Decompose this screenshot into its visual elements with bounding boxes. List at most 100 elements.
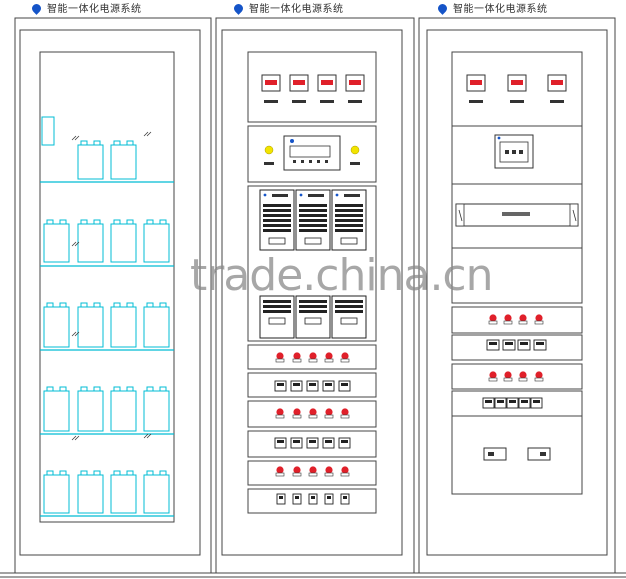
battery-terminal [113, 140, 121, 146]
glass-reflection [74, 241, 80, 247]
panel-meter [261, 74, 281, 103]
indicator-lamp [534, 314, 544, 325]
battery-body [77, 474, 104, 514]
glass-reflection [143, 131, 149, 137]
indicator-lamp [308, 408, 318, 419]
battery-terminal [126, 302, 134, 308]
battery-body [110, 223, 137, 263]
rectifier-panel [247, 185, 377, 342]
lamp-base [308, 472, 318, 477]
vent-slot [299, 305, 327, 308]
breaker-toggle [309, 440, 316, 443]
breaker-switch [274, 437, 287, 449]
cabinet-3-title: 智能一体化电源系统 [453, 4, 548, 15]
logo-icon [497, 136, 501, 140]
breaker-switch [292, 493, 302, 505]
lamp-base [324, 472, 334, 477]
battery-body [110, 144, 137, 180]
vent-slot [263, 204, 291, 207]
vent-slot [299, 219, 327, 222]
module-handle [304, 237, 322, 245]
module-handle [340, 237, 358, 245]
battery-terminal [126, 219, 134, 225]
rectifier-module [259, 189, 295, 251]
breaker-toggle [293, 383, 300, 386]
breaker-row [451, 306, 583, 334]
monitor-controller [264, 135, 360, 171]
lamp-base [292, 414, 302, 419]
lamp-base [340, 472, 350, 477]
battery [77, 140, 104, 180]
battery-terminal [59, 470, 67, 476]
lamp-base [308, 414, 318, 419]
battery-terminal [146, 470, 154, 476]
breaker-toggle [533, 400, 540, 403]
glass-reflection [71, 331, 77, 337]
controller-display [289, 145, 331, 158]
vent-slot [335, 219, 363, 222]
breaker-switch [482, 397, 495, 409]
lamp [341, 408, 349, 416]
breaker-toggle [293, 440, 300, 443]
breaker-toggle [509, 400, 516, 403]
module-label [272, 194, 288, 197]
vent-slot [299, 224, 327, 227]
breaker-row [247, 460, 377, 486]
logo-icon [263, 193, 267, 197]
breaker-toggle [343, 496, 347, 499]
battery-terminal [80, 302, 88, 308]
vent-slot [263, 305, 291, 308]
vent-slot [299, 310, 327, 313]
breaker-switch [517, 339, 531, 351]
cabinet-2-door [221, 29, 403, 556]
indicator-lamp [324, 352, 334, 363]
battery-body [77, 306, 104, 348]
module-label [344, 194, 360, 197]
battery [110, 386, 137, 432]
rectifier-module [295, 189, 331, 251]
battery-body [143, 474, 170, 514]
battery [110, 302, 137, 348]
lamp-base [292, 358, 302, 363]
lamp-base [275, 472, 285, 477]
battery [43, 302, 70, 348]
indicator-lamp [292, 352, 302, 363]
rectifier-module [259, 295, 295, 339]
battery-terminal [146, 386, 154, 392]
breaker-switch [494, 397, 507, 409]
breaker-toggle [327, 496, 331, 499]
lamp [276, 352, 284, 360]
cabinet-1-door [19, 29, 201, 556]
vent-slot [299, 300, 327, 303]
vent-slot [335, 209, 363, 212]
battery [43, 386, 70, 432]
lamp [309, 352, 317, 360]
meter-display [293, 80, 305, 85]
lamp-base [518, 377, 528, 382]
battery [110, 140, 137, 180]
meter-display [551, 80, 563, 85]
breaker-toggle [341, 383, 348, 386]
logo-icon [290, 139, 294, 143]
cabinet-2-title: 智能一体化电源系统 [249, 4, 344, 15]
vent-slot [263, 229, 291, 232]
breaker-switch [486, 339, 500, 351]
meter-display [321, 80, 333, 85]
breaker-toggle [341, 440, 348, 443]
breaker-toggle [497, 400, 504, 403]
cabinet-2-header: 智能一体化电源系统 [232, 0, 344, 16]
battery-body [43, 306, 70, 348]
battery [43, 219, 70, 263]
battery-terminal [46, 219, 54, 225]
battery [43, 470, 70, 514]
battery-body [43, 390, 70, 432]
battery-terminal [146, 219, 154, 225]
breaker-switch [308, 493, 318, 505]
cabinet-1-glass [39, 51, 175, 523]
breaker-toggle [309, 383, 316, 386]
logo-icon [436, 2, 449, 15]
lamp [293, 466, 301, 474]
lamp-base [340, 358, 350, 363]
breaker-switch [502, 339, 516, 351]
indicator-lamp [292, 466, 302, 477]
